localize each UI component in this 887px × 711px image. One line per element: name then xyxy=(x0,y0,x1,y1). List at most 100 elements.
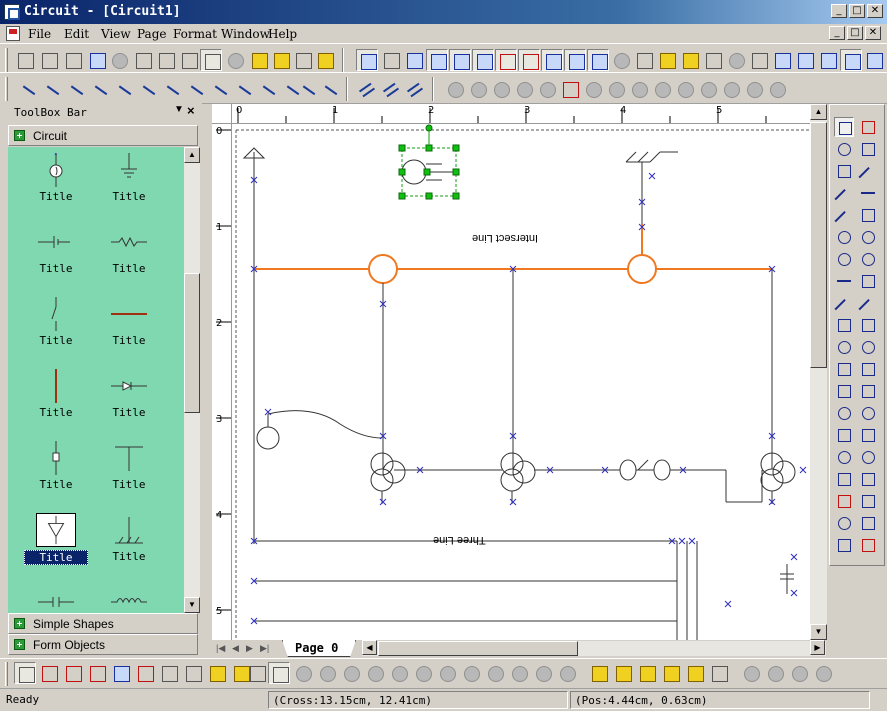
grid-icon[interactable] xyxy=(403,49,425,71)
shape-fragment-icon[interactable] xyxy=(536,78,558,100)
ellipse-icon[interactable] xyxy=(834,403,854,423)
palette-item-wire-red[interactable]: Title xyxy=(97,293,161,359)
layer-props-icon[interactable] xyxy=(702,49,724,71)
palette-item-diode[interactable]: Title xyxy=(97,365,161,431)
delete-point-icon[interactable] xyxy=(605,78,627,100)
order-icon[interactable] xyxy=(684,662,706,684)
paste-icon[interactable] xyxy=(178,49,200,71)
same-width-icon[interactable] xyxy=(508,662,530,684)
first-page-icon[interactable]: |◀ xyxy=(216,643,226,653)
align-bottom-icon[interactable] xyxy=(412,662,434,684)
snap-corner-icon[interactable] xyxy=(472,49,494,71)
layers-icon[interactable] xyxy=(656,49,678,71)
copy-icon[interactable] xyxy=(155,49,177,71)
help-icon[interactable] xyxy=(314,49,336,71)
save-icon[interactable] xyxy=(62,49,84,71)
grid-3-icon[interactable] xyxy=(788,662,810,684)
ungroup-icon[interactable] xyxy=(230,662,252,684)
shape-union-icon[interactable] xyxy=(444,78,466,100)
child-restore-button[interactable]: □ xyxy=(847,26,863,40)
connector-curve-arrow-icon[interactable] xyxy=(230,78,252,100)
shape-combine-icon[interactable] xyxy=(467,78,489,100)
globe-icon[interactable] xyxy=(834,513,854,533)
snap-point-icon[interactable] xyxy=(541,49,563,71)
last-page-icon[interactable]: ▶| xyxy=(260,643,270,653)
snap-triangle-icon[interactable] xyxy=(518,49,540,71)
callout-icon[interactable] xyxy=(834,315,854,335)
skew-icon[interactable] xyxy=(182,662,204,684)
double-arrow-icon[interactable] xyxy=(834,205,854,225)
align-icon[interactable] xyxy=(748,49,770,71)
palette-item-arrow-ground[interactable]: Title xyxy=(24,509,88,575)
open-file-icon[interactable] xyxy=(38,49,60,71)
connector-elbow-icon[interactable] xyxy=(110,78,132,100)
palette-scrollbar[interactable]: ▲ ▼ xyxy=(184,147,200,613)
new-file-icon[interactable] xyxy=(14,49,36,71)
bring-forward-icon[interactable] xyxy=(636,662,658,684)
section-circuit[interactable]: Circuit xyxy=(8,125,198,146)
connector-curve-icon[interactable] xyxy=(206,78,228,100)
grid-dots-icon[interactable] xyxy=(725,49,747,71)
canvas-horizontal-scrollbar[interactable]: ◀ ▶ xyxy=(362,640,826,656)
scroll-left-icon[interactable]: ◀ xyxy=(362,640,377,655)
rotate-icon[interactable] xyxy=(559,78,581,100)
connector-orth-green-icon[interactable] xyxy=(294,78,316,100)
layer-top-icon[interactable] xyxy=(708,662,730,684)
palette-item-inductor[interactable] xyxy=(97,581,161,613)
connector-straight-icon[interactable] xyxy=(14,78,36,100)
palette-item-capacitor[interactable] xyxy=(24,581,88,613)
cut-icon[interactable] xyxy=(132,49,154,71)
group-icon[interactable] xyxy=(206,662,228,684)
wave-icon[interactable] xyxy=(834,469,854,489)
loop-icon[interactable] xyxy=(858,447,878,467)
mirror-icon[interactable] xyxy=(158,662,180,684)
send-back-icon[interactable] xyxy=(612,662,634,684)
print-icon[interactable] xyxy=(292,49,314,71)
palette-item-tee[interactable]: Title xyxy=(97,437,161,503)
snap-frame-icon[interactable] xyxy=(564,49,586,71)
dimension-v-icon[interactable] xyxy=(858,271,878,291)
tab-page-0[interactable]: Page 0 xyxy=(282,640,356,657)
align-right-icon[interactable] xyxy=(340,662,362,684)
curve-point-icon[interactable] xyxy=(651,78,673,100)
circle-icon[interactable] xyxy=(858,403,878,423)
palette-item-ground[interactable]: Title xyxy=(97,149,161,215)
snap-shape-icon[interactable] xyxy=(495,49,517,71)
zoom-out-minus-icon[interactable] xyxy=(270,49,292,71)
rounded-rect-icon[interactable] xyxy=(834,447,854,467)
polygon-select-icon[interactable] xyxy=(834,161,854,181)
zoom-in-icon[interactable] xyxy=(771,49,793,71)
lasso-icon[interactable] xyxy=(834,139,854,159)
rotate-right-icon[interactable] xyxy=(62,662,84,684)
connector-double-arrow-icon[interactable] xyxy=(86,78,108,100)
curve-icon[interactable] xyxy=(858,227,878,247)
lock-icon[interactable] xyxy=(246,662,268,684)
smooth-icon[interactable] xyxy=(674,78,696,100)
cross-line-icon[interactable] xyxy=(404,78,426,100)
child-minimize-button[interactable]: _ xyxy=(829,26,845,40)
zoom-fit-icon[interactable] xyxy=(817,49,839,71)
join-icon[interactable] xyxy=(720,78,742,100)
rotate-handle-icon[interactable] xyxy=(858,139,878,159)
flip-icon[interactable] xyxy=(86,662,108,684)
add-point-icon[interactable] xyxy=(582,78,604,100)
grid-4-icon[interactable] xyxy=(812,662,834,684)
intersect-line-label[interactable]: Intersect Line xyxy=(472,232,539,244)
ruler-corner[interactable] xyxy=(212,104,232,124)
scroll-thumb[interactable] xyxy=(184,273,200,413)
menu-help[interactable]: Help xyxy=(268,27,298,41)
scroll-thumb[interactable] xyxy=(810,122,827,368)
ellipse-outline-icon[interactable] xyxy=(858,249,878,269)
three-line-label[interactable]: Three Line xyxy=(433,534,486,546)
scroll-down-icon[interactable]: ▼ xyxy=(184,597,200,613)
polyline-icon[interactable] xyxy=(834,381,854,401)
pin-icon[interactable]: ▼ xyxy=(174,104,184,115)
toolbox-close-icon[interactable]: × xyxy=(187,103,195,118)
connector-arrow-start-icon[interactable] xyxy=(38,78,60,100)
rotate-free-icon[interactable] xyxy=(14,662,36,684)
dimension-diag-icon[interactable] xyxy=(858,293,878,313)
select-pen-icon[interactable] xyxy=(356,49,378,71)
pen-icon[interactable] xyxy=(834,359,854,379)
connector-elbow-arrow-icon[interactable] xyxy=(134,78,156,100)
square-icon[interactable] xyxy=(858,425,878,445)
